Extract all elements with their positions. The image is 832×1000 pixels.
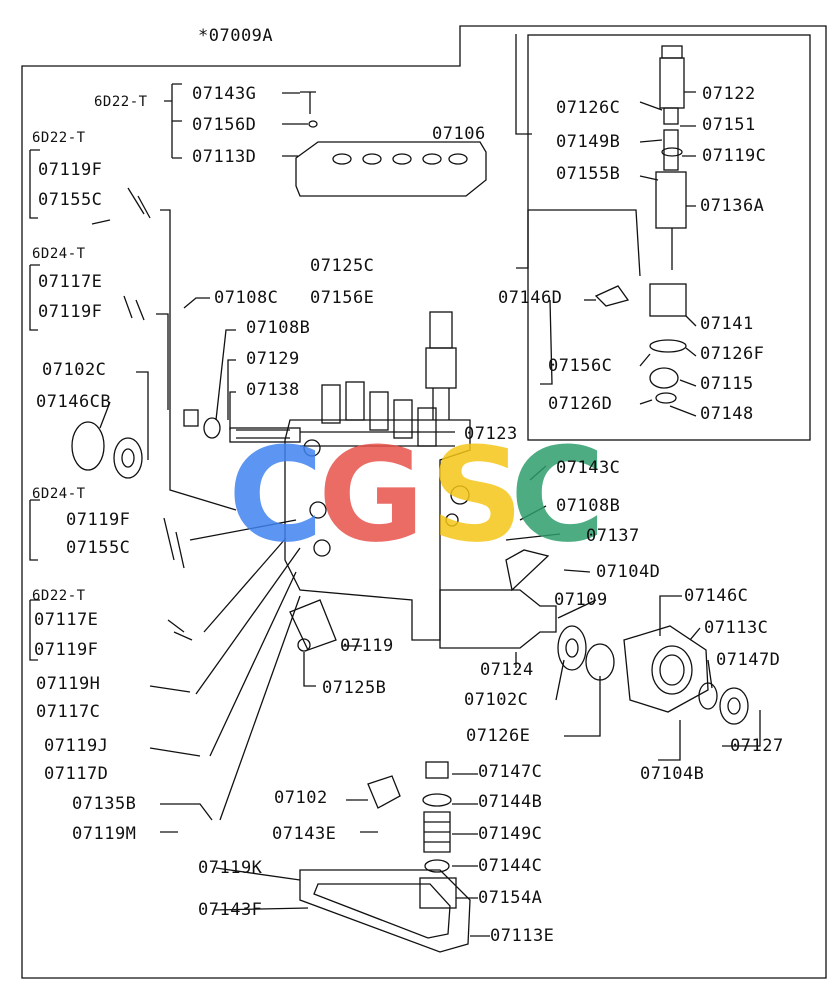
part-label: 07127 <box>730 736 784 756</box>
part-label: 07146C <box>684 586 749 606</box>
part-label: 07151 <box>702 115 756 135</box>
part-label: 07126D <box>548 394 613 414</box>
part-label: 07126F <box>700 344 765 364</box>
part-label: 07149B <box>556 132 621 152</box>
part-label: 07135B <box>72 794 137 814</box>
watermark-letter-s: S <box>430 419 524 571</box>
part-label: 07113D <box>192 147 257 167</box>
group-label-6d24t-upper: 6D24-T <box>32 246 86 262</box>
part-label: 07113C <box>704 618 769 638</box>
bracket-g4 <box>29 499 40 561</box>
valve-cover <box>295 141 487 197</box>
inner-box <box>527 34 811 441</box>
part-label: 07102C <box>42 360 107 380</box>
part-label: 07104B <box>640 764 705 784</box>
bracket-top <box>164 83 182 159</box>
part-label: 07109 <box>554 590 608 610</box>
part-label: 07141 <box>700 314 754 334</box>
watermark-letter-g: G <box>318 419 425 571</box>
spring <box>423 811 451 853</box>
part-label: 07155C <box>66 538 131 558</box>
part-label: 07129 <box>246 349 300 369</box>
assembly-label: *07009A <box>198 26 274 46</box>
part-label: 07119H <box>36 674 101 694</box>
part-label: 07143G <box>192 84 257 104</box>
part-label: 07146CB <box>36 392 112 412</box>
group-label-6d22t-upper: 6D22-T <box>32 130 86 146</box>
part-label: 07124 <box>480 660 534 680</box>
part-label: 07119F <box>66 510 131 530</box>
watermark-letter-c2: C <box>510 419 605 571</box>
bracket-g5 <box>29 599 40 661</box>
part-label: 07123 <box>464 424 518 444</box>
pump-body <box>284 419 471 641</box>
group-label-6d22t-top: 6D22-T <box>94 94 148 110</box>
part-label: 07119C <box>702 146 767 166</box>
part-label: 07143F <box>198 900 263 920</box>
part-label: 07117D <box>44 764 109 784</box>
part-label: 07119 <box>340 636 394 656</box>
bracket-g3 <box>29 264 40 331</box>
part-label: 07144C <box>478 856 543 876</box>
part-label: 07144B <box>478 792 543 812</box>
part-label: 07155B <box>556 164 621 184</box>
flange <box>623 625 709 713</box>
part-label: 07138 <box>246 380 300 400</box>
part-label: 07113E <box>490 926 555 946</box>
part-label: 07136A <box>700 196 765 216</box>
part-label: 07117C <box>36 702 101 722</box>
part-label: 07108B <box>246 318 311 338</box>
part-label: 07137 <box>586 526 640 546</box>
part-label: 07126E <box>466 726 531 746</box>
group-label-6d24t-lower: 6D24-T <box>32 486 86 502</box>
part-label: 07104D <box>596 562 661 582</box>
part-label: 07154A <box>478 888 543 908</box>
bracket-g2 <box>29 149 40 219</box>
group-label-6d22t-lower: 6D22-T <box>32 588 86 604</box>
part-label: 07125B <box>322 678 387 698</box>
part-label: 07119F <box>34 640 99 660</box>
part-label: 07149C <box>478 824 543 844</box>
part-label: 07115 <box>700 374 754 394</box>
part-label: 07155C <box>38 190 103 210</box>
part-label: 07119K <box>198 858 263 878</box>
part-label: 07102 <box>274 788 328 808</box>
part-label: 07122 <box>702 84 756 104</box>
drive-shaft <box>439 589 557 649</box>
part-label: 07126C <box>556 98 621 118</box>
bottom-cover <box>299 869 471 953</box>
part-label: 07143C <box>556 458 621 478</box>
part-label: 07117E <box>38 272 103 292</box>
part-label: 07146D <box>498 288 563 308</box>
part-label: 07147C <box>478 762 543 782</box>
part-label: 07119F <box>38 302 103 322</box>
part-label: 07143E <box>272 824 337 844</box>
watermark: C G S C <box>228 419 605 571</box>
part-label: 07106 <box>432 124 486 144</box>
part-label: 07108B <box>556 496 621 516</box>
part-label: 07156C <box>548 356 613 376</box>
part-label: 07125C <box>310 256 375 276</box>
part-label: 07156E <box>310 288 375 308</box>
part-label: 07148 <box>700 404 754 424</box>
outer-frame <box>21 25 827 979</box>
part-label: 07102C <box>464 690 529 710</box>
part-label: 07156D <box>192 115 257 135</box>
part-label: 07119F <box>38 160 103 180</box>
part-label: 07108C <box>214 288 279 308</box>
part-label: 07147D <box>716 650 781 670</box>
part-label: 07117E <box>34 610 99 630</box>
watermark-letter-c1: C <box>228 419 323 571</box>
part-label: 07119M <box>72 824 137 844</box>
part-label: 07119J <box>44 736 109 756</box>
